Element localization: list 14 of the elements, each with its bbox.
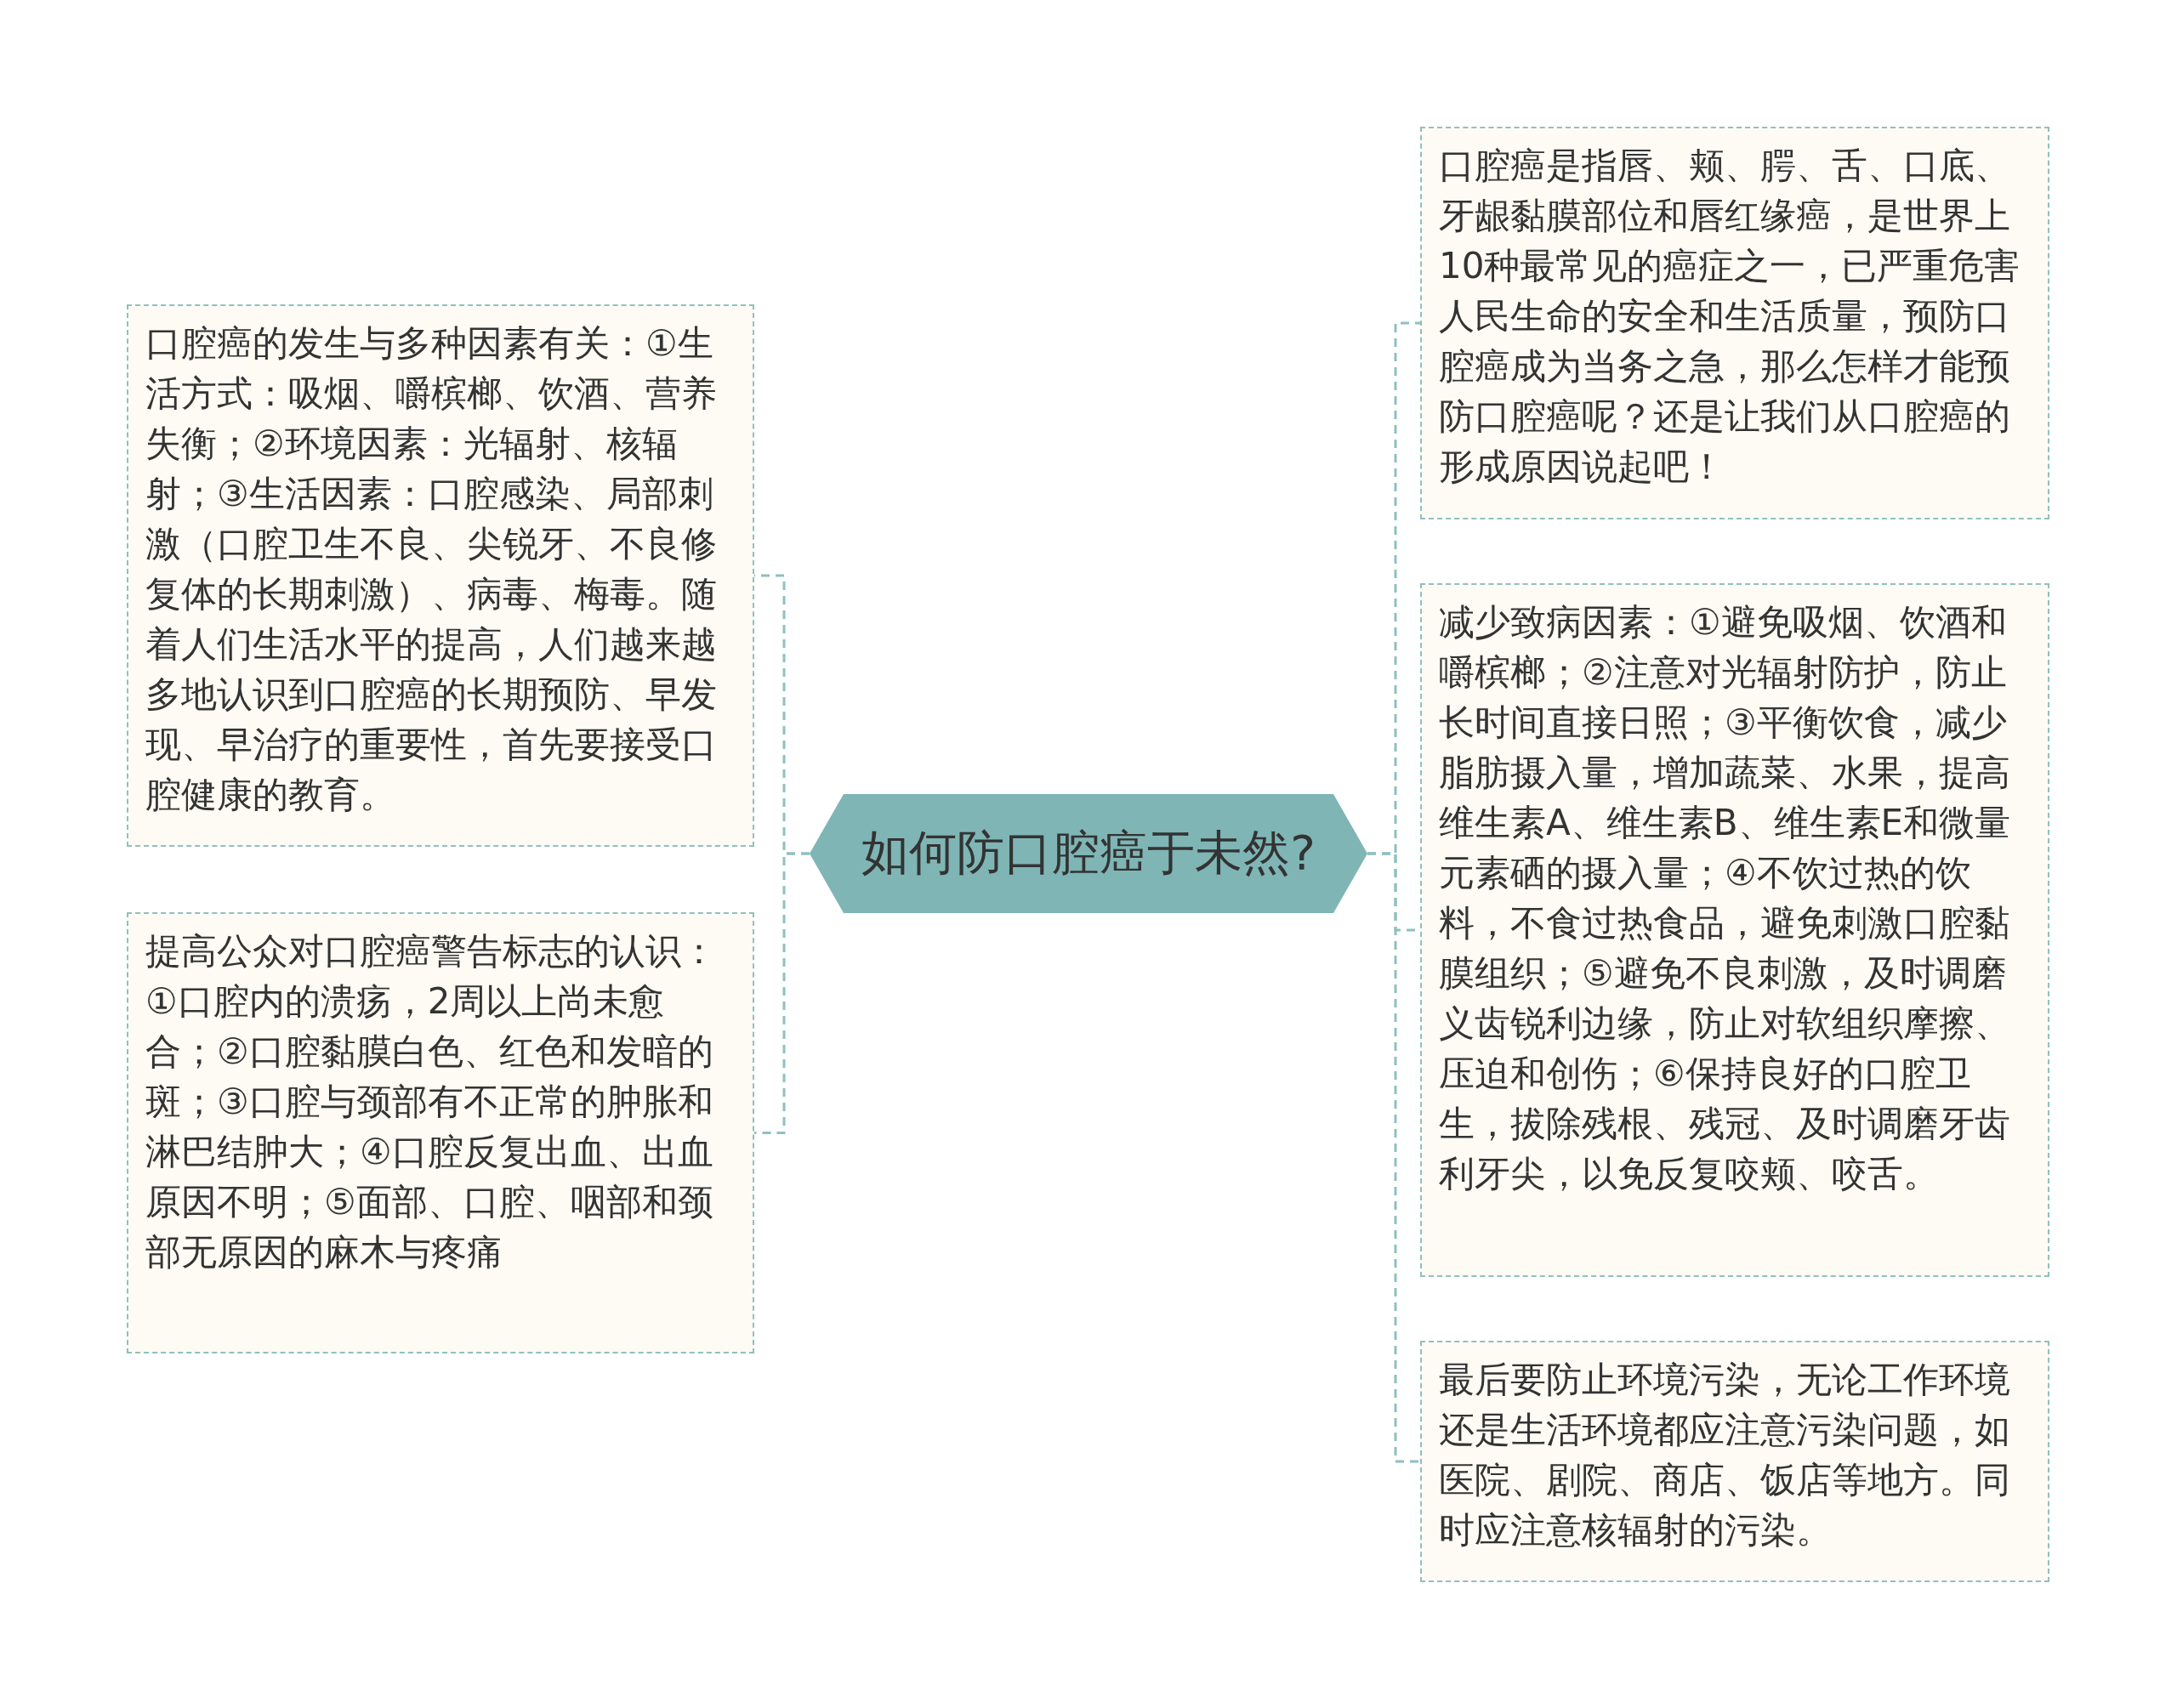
- note-box: [1420, 1341, 2049, 1582]
- topic-text: 如何防口腔癌于未然?: [861, 824, 1316, 882]
- note-text: 提高公众对口腔癌警告标志的认识：①口腔内的溃疡，2周以上尚未愈合；②口腔黏膜白色、红色和发暗的斑；③口腔与颈部有不正常的肿胀和淋巴结肿大；④口腔反复出血、出血原因不明；⑤面部、口腔、咽部和颈部无原因的麻木与疼痛: [145, 929, 718, 1274]
- connector-line: [754, 852, 810, 1134]
- note-box: [1420, 127, 2049, 519]
- note-box: [127, 912, 754, 1353]
- connector-line: [1367, 852, 1420, 1463]
- note-text: 口腔癌的发生与多种因素有关：①生活方式：吸烟、嚼槟榔、饮酒、营养失衡；②环境因素：光辐射、核辐射；③生活因素：口腔感染、局部刺激（口腔卫生不良、尖锐牙、不良修复体的长期刺激）、病毒、梅毒。随着人们生活水平的提高，人们越来越多地认识到口腔癌的长期预防、早发现、早治疗的重要性，首先要接受口腔健康的教育。: [145, 321, 718, 817]
- note-text: 减少致病因素：①避免吸烟、饮酒和嚼槟榔；②注意对光辐射防护，防止长时间直接日照；③平衡饮食，减少脂肪摄入量，增加蔬菜、水果，提高维生素A、维生素B、维生素E和微量元素硒的摄入量；④不饮过热的饮料，不食过热食品，避免刺激口腔黏膜组织；⑤避免不良刺激，及时调磨义齿锐利边缘，防止对软组织摩擦、压迫和创伤；⑥保持良好的口腔卫生，拔除残根、残冠、及时调磨牙齿利牙尖，以免反复咬颊、咬舌。: [1439, 600, 2012, 1196]
- note-box: [127, 304, 754, 847]
- note-box: [1420, 583, 2049, 1277]
- topic-hexagon: [810, 794, 1367, 913]
- note-text: 口腔癌是指唇、颊、腭、舌、口底、牙龈黏膜部位和唇红缘癌，是世界上10种最常见的癌症之一，已严重危害人民生命的安全和生活质量，预防口腔癌成为当务之急，那么怎样才能预防口腔癌呢？还是让我们从口腔癌的形成原因说起吧！: [1439, 144, 2021, 489]
- note-text: 最后要防止环境污染，无论工作环境还是生活环境都应注意污染问题，如医院、剧院、商店、饭店等地方。同时应注意核辐射的污染。: [1439, 1358, 2011, 1552]
